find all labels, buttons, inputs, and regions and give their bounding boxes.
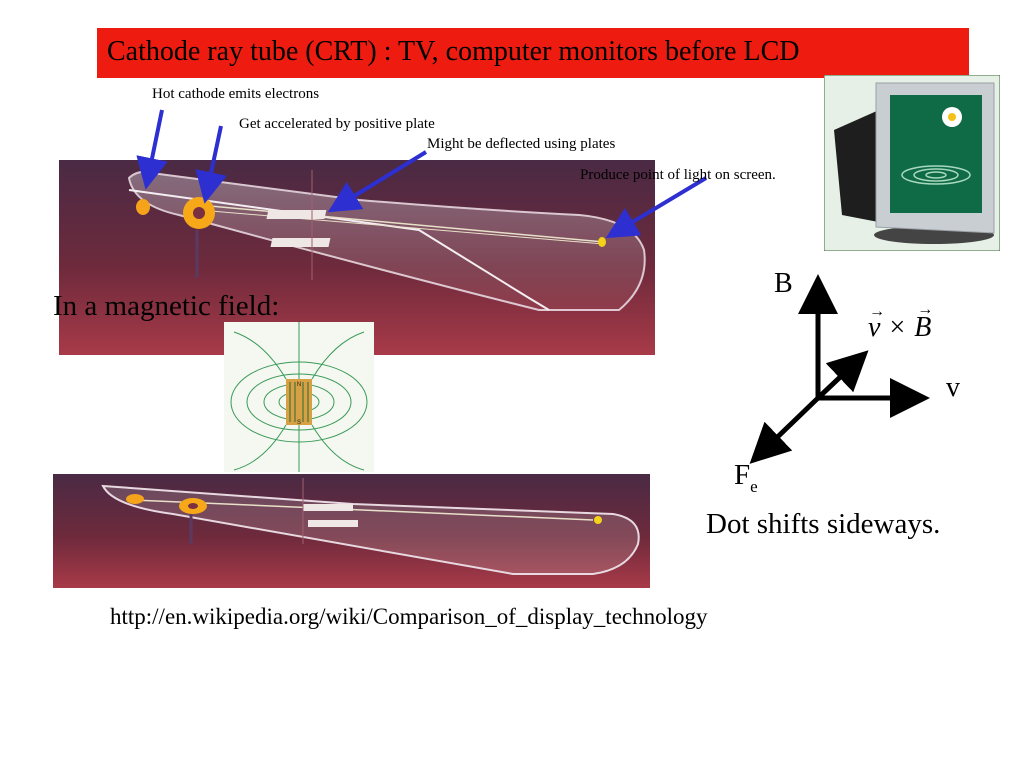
vector-arrow-v: →: [869, 303, 885, 320]
arrow-to-plates: [327, 150, 428, 213]
force-symbol: F: [734, 459, 751, 491]
label-deflect: Might be deflected using plates: [427, 136, 616, 152]
label-screen: Produce point of light on screen.: [580, 167, 776, 183]
magnetic-field-diagram: N S: [224, 322, 374, 472]
cross-product-label: → v × → B: [868, 301, 933, 344]
magnet-north-pole: N: [297, 382, 301, 388]
vector-axes-diagram: [749, 274, 930, 464]
source-url: http://en.wikipedia.org/wiki/Comparison_…: [110, 604, 708, 629]
label-b: B: [774, 268, 793, 299]
cross-operator: ×: [889, 312, 906, 343]
label-v: v: [946, 372, 960, 403]
slide-title: Cathode ray tube (CRT) : TV, computer mo…: [107, 36, 800, 67]
arrow-to-screen: [605, 176, 708, 239]
vector-arrow-b: →: [917, 301, 934, 318]
result-text: Dot shifts sideways.: [706, 508, 941, 540]
arrow-to-cathode: [136, 109, 168, 190]
label-cathode: Hot cathode emits electrons: [152, 86, 320, 102]
magnet-south-pole: S: [297, 420, 301, 426]
axis-cross: [816, 350, 869, 400]
force-subscript: e: [750, 477, 758, 496]
cross-v: v: [868, 312, 881, 343]
cross-b: B: [914, 312, 932, 343]
magnetic-field-label: In a magnetic field:: [53, 290, 280, 322]
crt-tube-image-bottom: [53, 474, 650, 588]
label-accelerate: Get accelerated by positive plate: [239, 116, 435, 132]
title-banner: [97, 28, 969, 78]
annotation-arrows: [136, 109, 708, 239]
axis-force: [749, 396, 820, 464]
arrow-to-anode: [195, 125, 227, 204]
crt-monitor-photo: [824, 75, 1000, 251]
crt-tube-image-top: [59, 160, 655, 355]
label-force: Fe: [734, 459, 758, 496]
